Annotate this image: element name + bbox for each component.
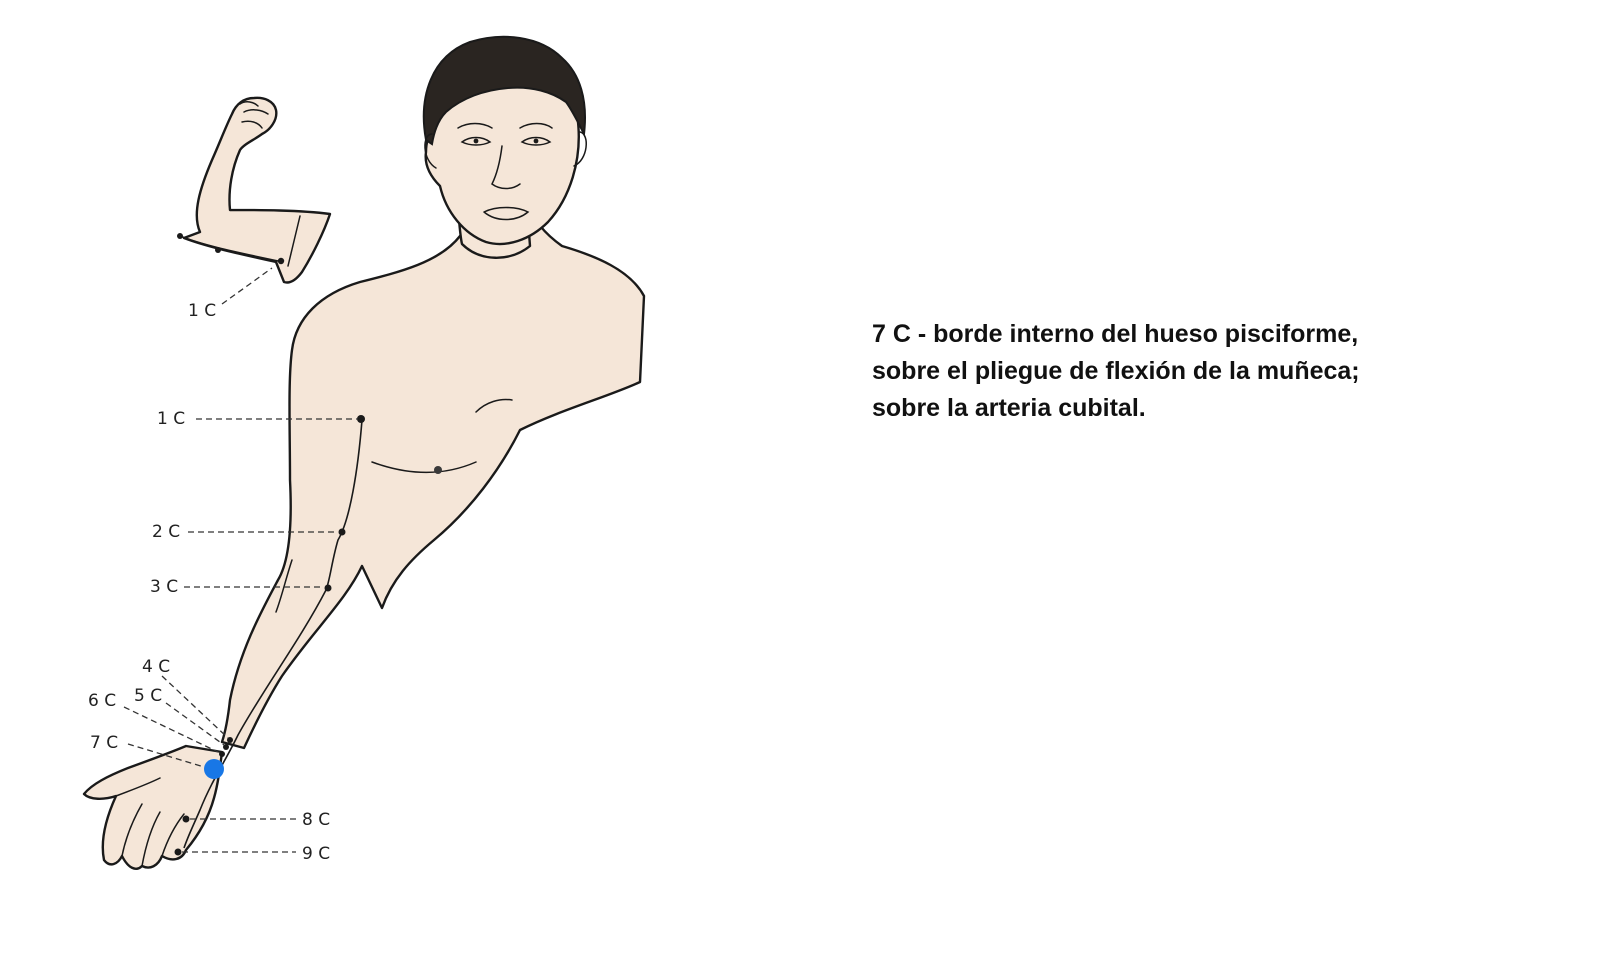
human-figure (220, 35, 646, 750)
label-3c: 3 C (150, 577, 178, 597)
inset-point-1c (277, 257, 285, 265)
heart-meridian-line (183, 419, 363, 849)
point-2c-marker (338, 528, 346, 536)
leader-lines (123, 267, 358, 853)
point-1c-marker (357, 415, 365, 423)
label-8c: 8 C (302, 810, 330, 830)
acupoint-markers (174, 415, 365, 856)
description-line-1: 7 C - borde interno del hueso pisciforme… (872, 320, 1359, 348)
label-4c: 4 C (142, 657, 170, 677)
label-9c: 9 C (302, 844, 330, 864)
description-line-2: sobre el pliegue de flexión de la muñeca… (872, 357, 1360, 385)
point-5c-marker (223, 744, 229, 750)
label-7c: 7 C (90, 733, 118, 753)
point-6c-marker (219, 751, 225, 757)
point-description: 7 C - borde interno del hueso pisciforme… (872, 316, 1492, 427)
inset-flexed-arm (177, 96, 332, 284)
point-3c-marker (324, 584, 332, 592)
label-6c: 6 C (88, 691, 116, 711)
point-8c-marker (182, 815, 190, 823)
point-9c-marker (174, 848, 182, 856)
point-labels: 1 C 1 C 2 C 3 C 4 C 5 C 6 C 7 C 8 C 9 C (88, 301, 330, 864)
description-line-3: sobre la arteria cubital. (872, 394, 1146, 422)
point-4c-marker (227, 737, 233, 743)
label-2c: 2 C (152, 522, 180, 542)
label-5c: 5 C (134, 686, 162, 706)
point-7c-highlight-marker (204, 759, 224, 779)
label-1c: 1 C (157, 409, 185, 429)
label-1c-inset: 1 C (188, 301, 216, 321)
